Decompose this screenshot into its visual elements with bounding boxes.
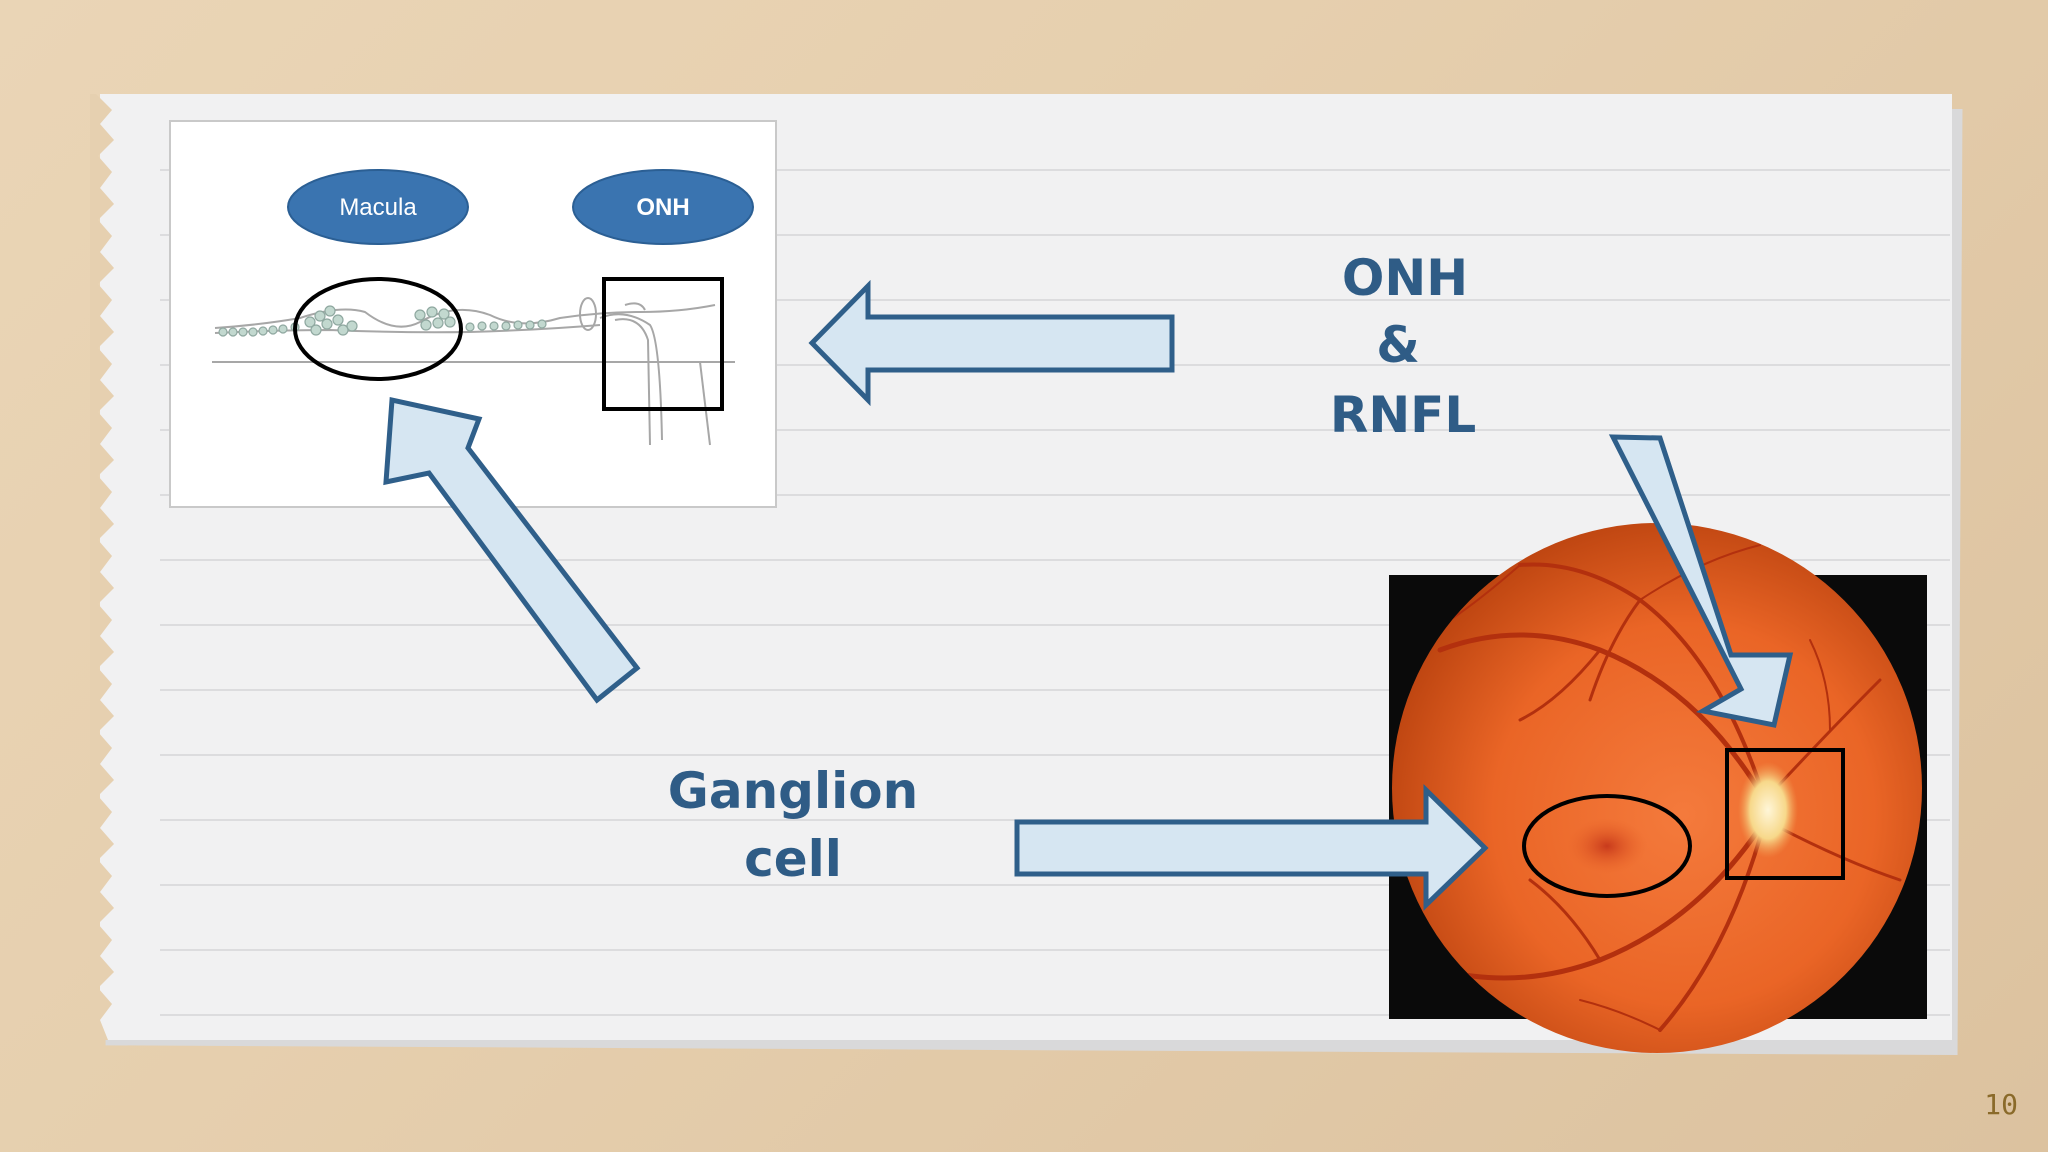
ganglion-line1: Ganglion: [668, 762, 918, 820]
onh-rnfl-line1: ONH: [1342, 249, 1468, 307]
ganglion-cell-dots: [218, 305, 547, 337]
torn-edge: [90, 94, 114, 1040]
arrow-down-to-optic-disc: [1608, 434, 1794, 728]
onh-rnfl-line2: &: [1376, 316, 1420, 374]
retinal-vessels: [1437, 544, 1902, 1032]
onh-rnfl-label: ONH & RNFL: [1330, 249, 1476, 444]
macula-highlight-ellipse: [293, 277, 463, 381]
arrow-left-to-onh-box: [808, 279, 1175, 407]
macula-label: Macula: [339, 194, 417, 221]
onh-label: ONH: [636, 194, 689, 221]
arrow-up-to-macula: [383, 396, 641, 704]
page-number: 10: [1984, 1088, 2018, 1121]
fovea-spot: [1567, 818, 1647, 874]
onh-rnfl-line3: RNFL: [1330, 386, 1476, 444]
fundus-onh-box: [1725, 748, 1845, 880]
onh-pill: ONH: [572, 169, 754, 245]
ganglion-line2: cell: [744, 830, 842, 888]
arrow-right-to-macula: [1014, 784, 1489, 911]
ganglion-cell-label: Ganglion cell: [668, 762, 918, 888]
optic-disc: [1738, 762, 1798, 858]
onh-highlight-box: [602, 277, 724, 411]
fundus-photograph: [1389, 523, 1927, 1053]
retina-cross-section-diagram: Macula ONH: [169, 120, 777, 508]
macula-pill: Macula: [287, 169, 469, 245]
fundus-macula-ellipse: [1522, 794, 1692, 898]
